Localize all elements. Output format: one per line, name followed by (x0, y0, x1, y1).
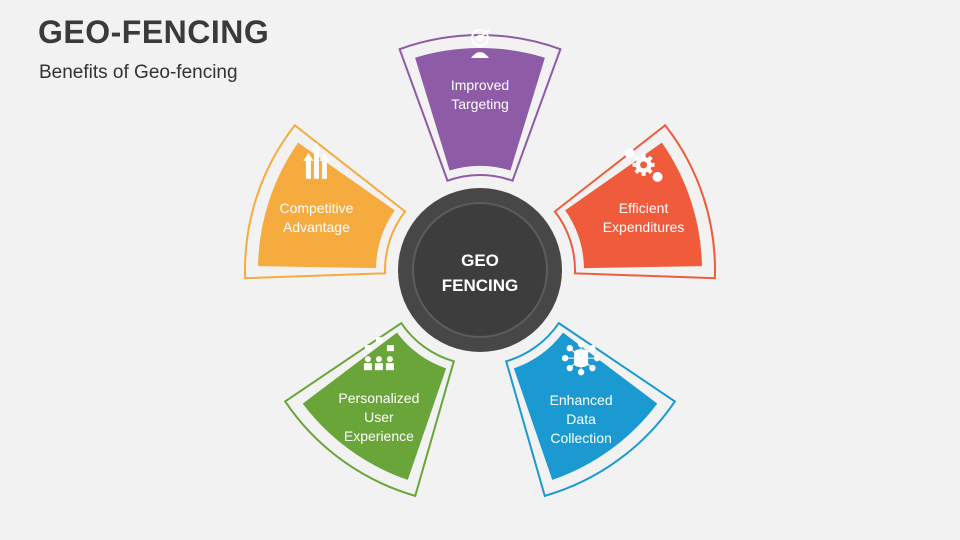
hub-inner-circle (412, 202, 548, 338)
segment-label-personalized-user-experience-line2: User (364, 409, 394, 425)
segment-outline (553, 123, 716, 280)
segment-outline (244, 123, 407, 280)
segment-label-competitive-advantage-line2: Advantage (283, 219, 350, 235)
segment-label-personalized-user-experience-line3: Experience (344, 428, 414, 444)
database-network-icon (561, 340, 601, 376)
segment-fill (565, 142, 702, 269)
segment-label-efficient-expenditures-line1: Efficient (619, 200, 669, 216)
segment-enhanced-data-collection (504, 321, 677, 498)
social-users-icon (363, 337, 394, 371)
gear-dollar-icon (624, 147, 663, 182)
segment-fill (415, 48, 545, 171)
segment-improved-targeting (398, 34, 562, 183)
target-person-icon (471, 29, 490, 58)
segment-label-personalized-user-experience-line1: Personalized (338, 390, 419, 406)
segment-fill (513, 332, 658, 480)
segment-label-improved-targeting-line1: Improved (451, 77, 509, 93)
hub: GEO FENCING (398, 188, 562, 352)
segment-personalized-user-experience (283, 321, 456, 498)
segment-label-efficient-expenditures-line2: Expenditures (603, 219, 685, 235)
page-title: GEO-FENCING (38, 14, 270, 50)
segment-outline (398, 34, 562, 183)
segment-label-improved-targeting-line2: Targeting (451, 96, 509, 112)
segment-label-enhanced-data-collection-line1: Enhanced (550, 392, 613, 408)
segment-label-enhanced-data-collection-line3: Collection (550, 430, 611, 446)
growth-arrows-icon (303, 142, 330, 179)
segment-competitive-advantage (244, 123, 407, 280)
segment-fill (258, 142, 395, 269)
segment-outline (283, 321, 456, 498)
page-subtitle: Benefits of Geo-fencing (39, 62, 238, 83)
hub-label-line2: FENCING (442, 276, 519, 295)
segment-outline (504, 321, 677, 498)
segment-label-competitive-advantage-line1: Competitive (279, 200, 353, 216)
segment-efficient-expenditures (553, 123, 716, 280)
segment-label-enhanced-data-collection-line2: Data (566, 411, 596, 427)
hub-label-line1: GEO (461, 251, 499, 270)
segment-fill (302, 332, 447, 480)
